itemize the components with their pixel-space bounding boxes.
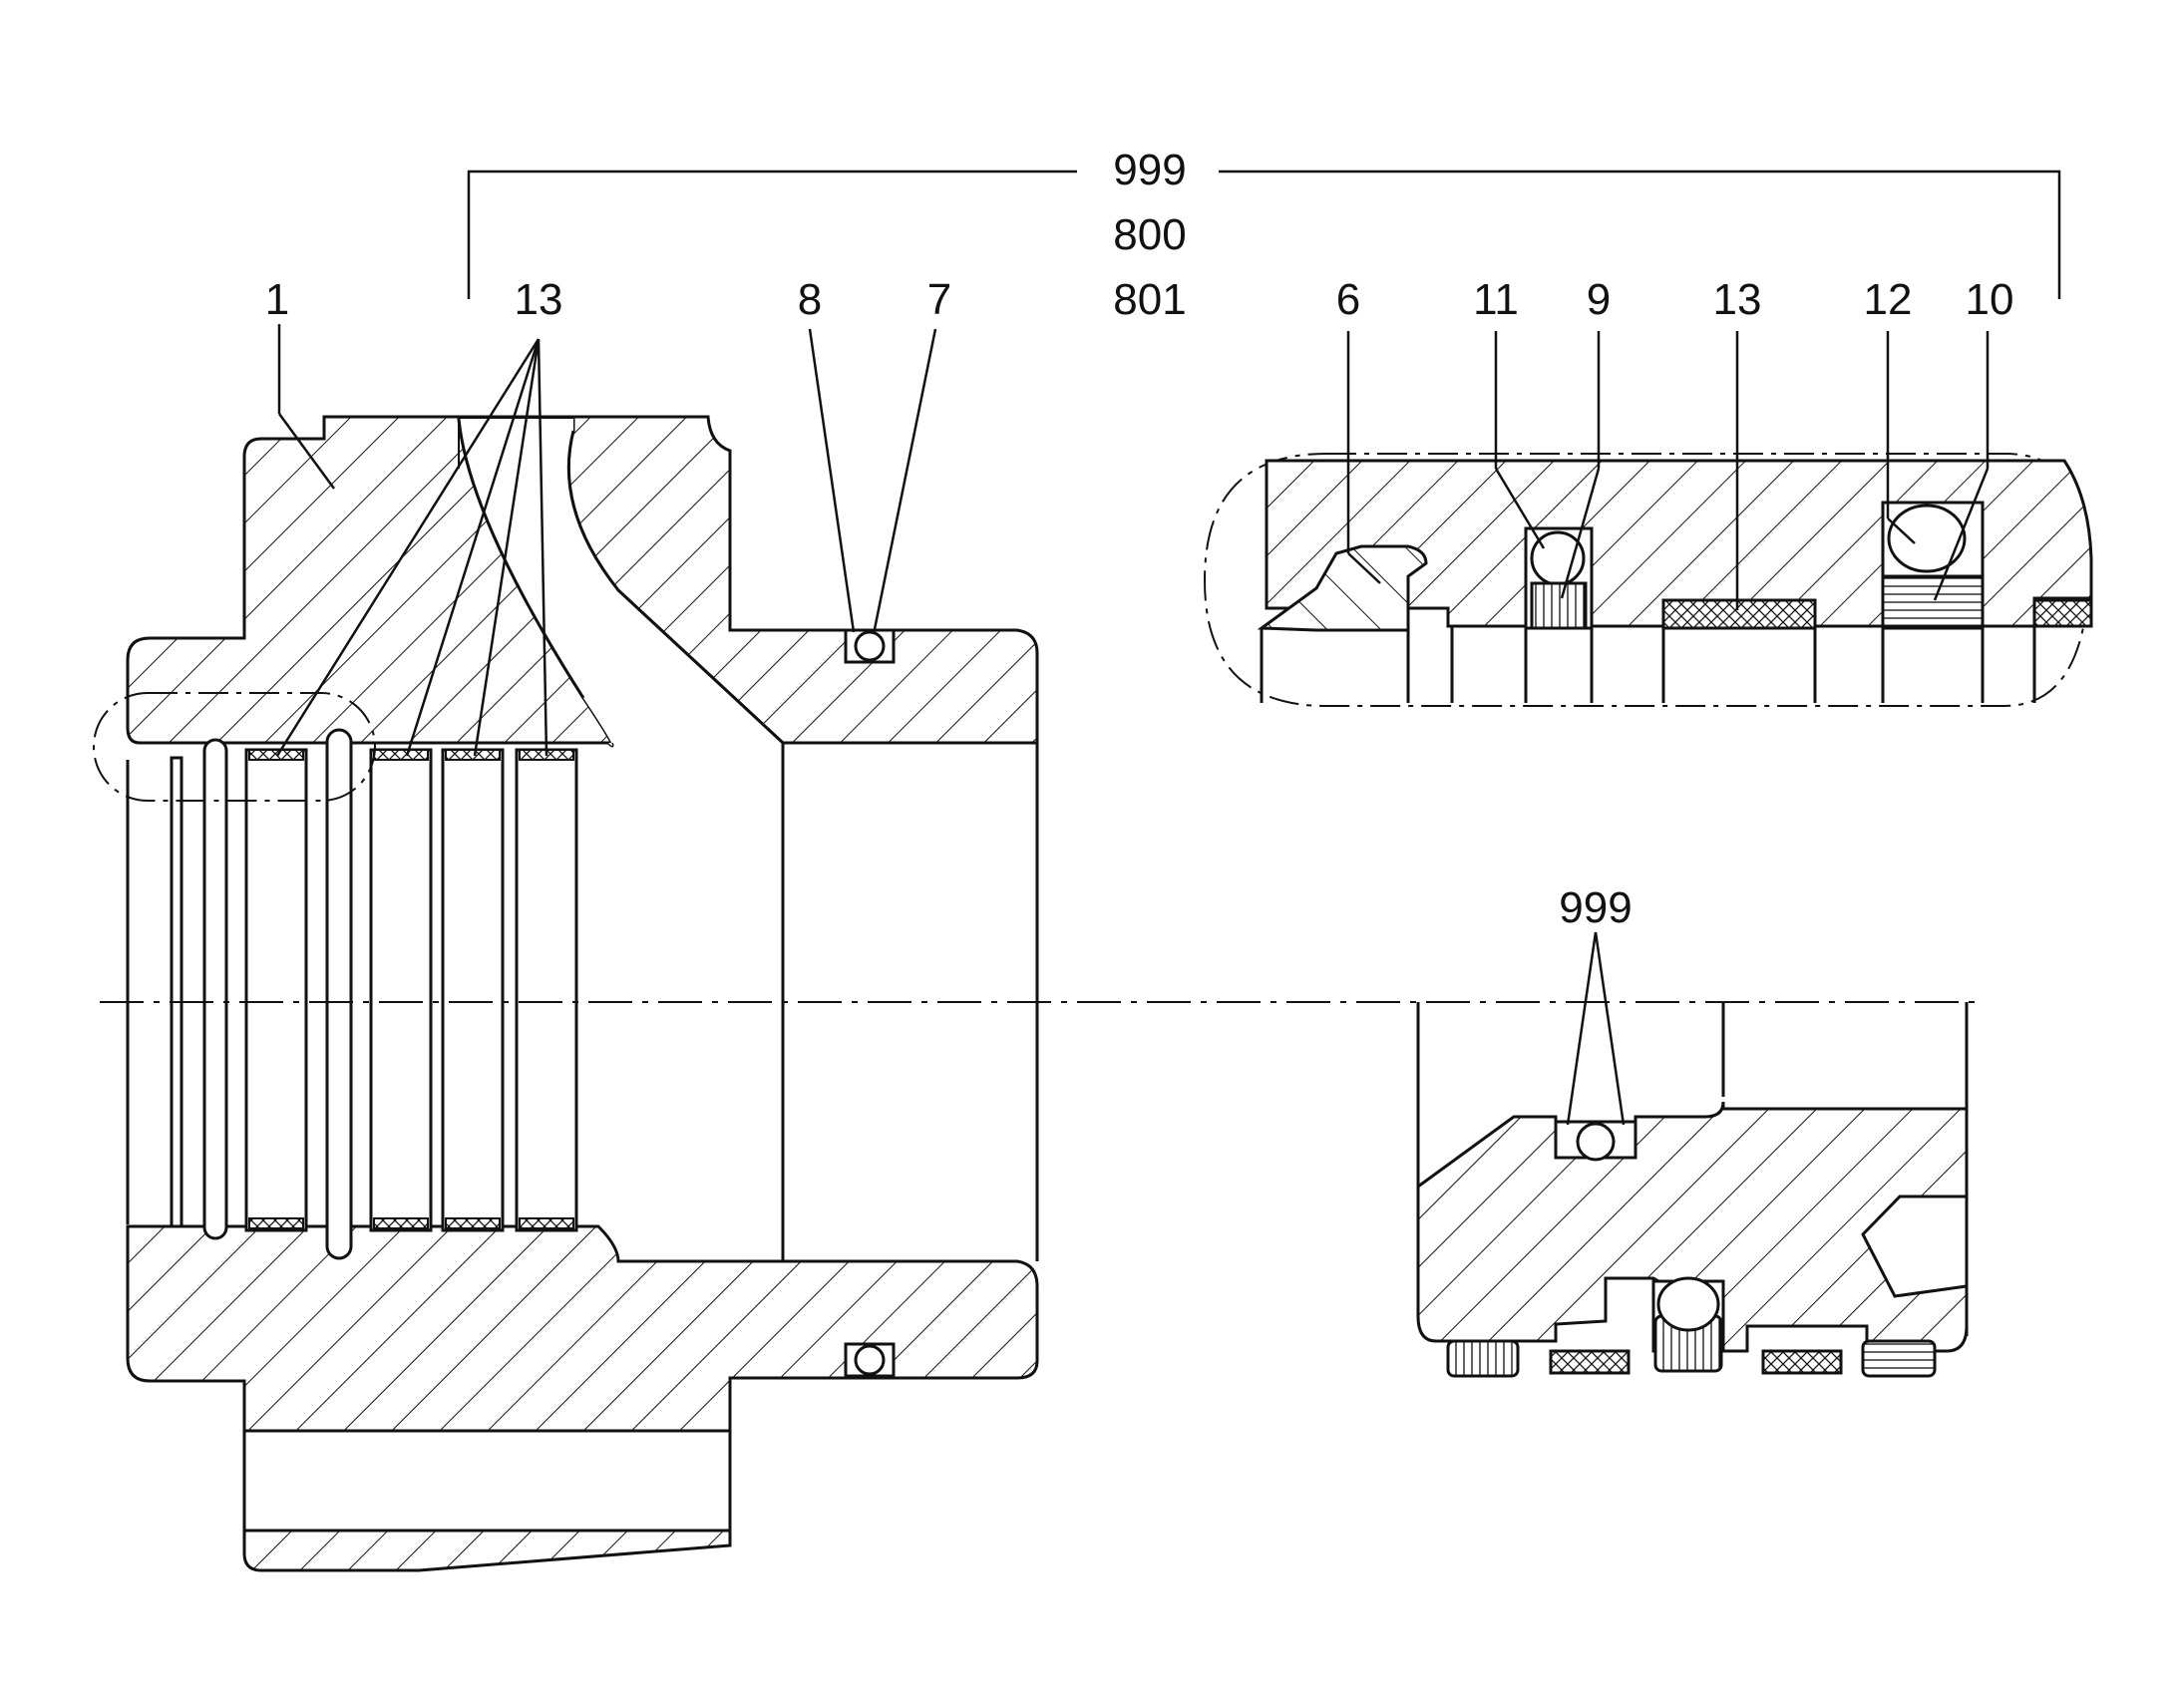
seal-6 (1257, 544, 1428, 632)
label-999-top: 999 (1113, 146, 1186, 194)
label-800: 800 (1113, 210, 1186, 259)
label-10: 10 (1966, 275, 2014, 324)
ring-10 (1881, 574, 1985, 628)
strip-13-detail (1661, 598, 1817, 630)
bore-rings (170, 728, 578, 1260)
main-section-view (93, 415, 1039, 1572)
detail-callout-outline (93, 692, 376, 802)
detail-view (1203, 453, 2093, 707)
o-ring-7-top (844, 628, 896, 664)
labels: 999 800 801 1 13 8 7 6 11 9 13 12 10 999 (265, 146, 2014, 932)
label-801: 801 (1113, 275, 1186, 324)
label-8: 8 (798, 275, 822, 324)
leader-lines (275, 170, 2061, 1126)
label-7: 7 (927, 275, 951, 324)
ring-9 (1530, 581, 1588, 630)
label-999-lower: 999 (1559, 883, 1632, 932)
o-ring-7-bottom (844, 1342, 896, 1378)
label-11: 11 (1473, 275, 1519, 324)
shaft-body (1416, 1101, 1969, 1353)
label-1: 1 (265, 275, 289, 324)
label-6: 6 (1336, 275, 1360, 324)
label-13-left: 13 (515, 275, 563, 324)
shaft-section-view (1416, 1002, 1969, 1378)
label-13-right: 13 (1713, 275, 1762, 324)
label-12: 12 (1864, 275, 1913, 324)
label-9: 9 (1587, 275, 1611, 324)
